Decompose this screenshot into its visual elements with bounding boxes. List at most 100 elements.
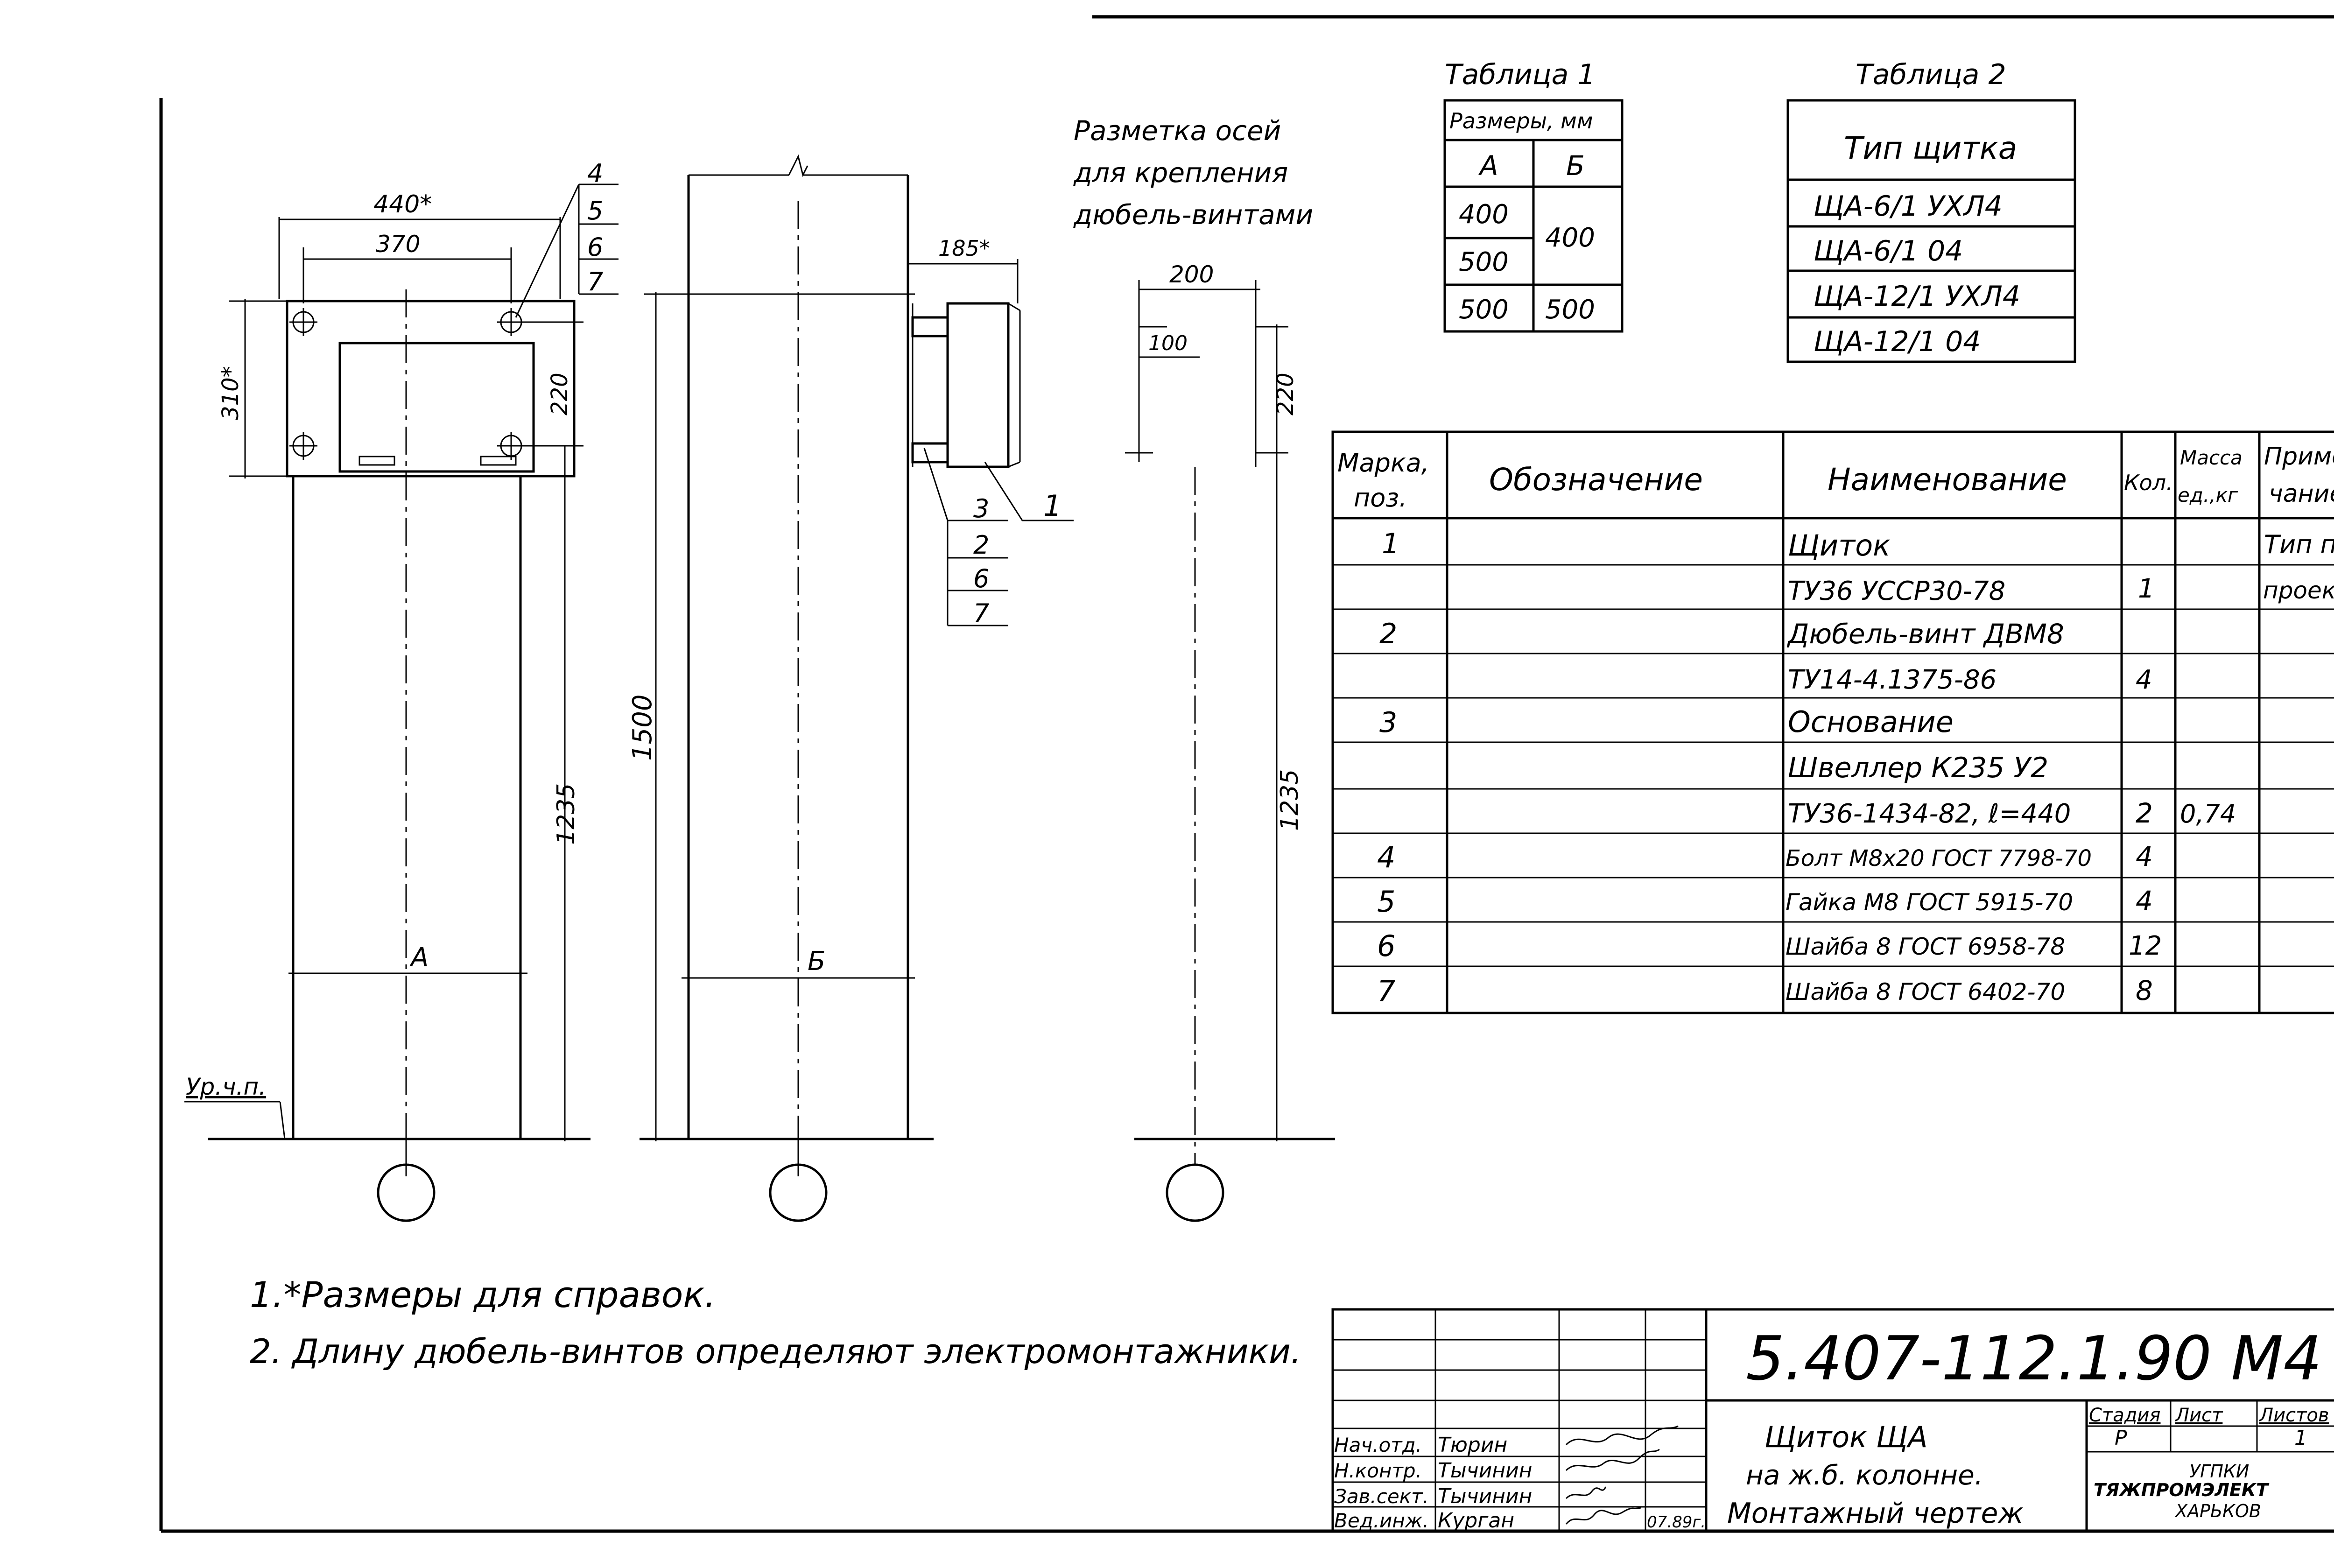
- dim-310: 310*: [218, 366, 244, 420]
- staff-role-3: Зав.сект.: [1334, 1485, 1429, 1508]
- spec-row-1-note: Тип по: [2264, 530, 2334, 559]
- spec-row-9-pos: 5: [1377, 885, 1395, 919]
- side-view: 1500 185* Б 3 2 6 7 1: [627, 154, 1074, 1222]
- spec-row-7-name: ТУ36-1434-82, ℓ=440: [1788, 799, 2071, 829]
- table1-row1-a: 400: [1459, 199, 1509, 230]
- spec-row-10-pos: 6: [1377, 929, 1395, 963]
- table-2: Таблица 2 Тип щитка ЩА-6/1 УХЛ4 ЩА-6/1 0…: [1786, 58, 2076, 363]
- sheets-value: 1: [2294, 1426, 2307, 1450]
- dim-1235-front: 1235: [552, 783, 580, 845]
- spec-table: Марка, поз. Обозначение Наименование Кол…: [1331, 430, 2334, 1014]
- document-code: 5.407-112.1.90 М4: [1746, 1323, 2322, 1394]
- mark-100: 100: [1148, 331, 1188, 355]
- spec-header-name: Наименование: [1828, 462, 2067, 498]
- axes-markup: Разметка осей для крепления дюбель-винта…: [1073, 115, 1335, 1222]
- level-mark: Ур.ч.п.: [186, 1073, 266, 1100]
- callout-6b: 6: [973, 564, 989, 593]
- axis-bubble-1: [377, 1163, 436, 1222]
- staff-role-2: Н.контр.: [1334, 1459, 1422, 1482]
- note-2: 2. Длину дюбель-винтов определяют электр…: [250, 1332, 1301, 1371]
- table1-row2-a: 500: [1459, 247, 1509, 277]
- table2-title: Таблица 2: [1856, 58, 2006, 91]
- spec-header-note-1: Приме-: [2264, 443, 2334, 471]
- table-1: Таблица 1 Размеры, мм А Б 400 400 500 50…: [1443, 58, 1624, 333]
- spec-row-6-name: Швеллер К235 У2: [1788, 752, 2048, 784]
- note-1: 1.*Размеры для справок.: [250, 1274, 716, 1315]
- dim-1500: 1500: [627, 694, 658, 761]
- callout-7: 7: [587, 267, 603, 296]
- dim-370: 370: [376, 231, 420, 258]
- stage-label: Стадия: [2089, 1405, 2160, 1426]
- spec-header-mark-2: поз.: [1354, 483, 1407, 513]
- callout-6: 6: [587, 232, 603, 262]
- sheet-label: Лист: [2174, 1405, 2223, 1426]
- spec-header-note-2: чание: [2269, 480, 2334, 508]
- axes-note-line-2: для крепления: [1073, 157, 1288, 189]
- spec-row-8-qty: 4: [2136, 841, 2153, 872]
- spec-row-8-name: Болт М8х20 ГОСТ 7798-70: [1786, 845, 2092, 872]
- spec-header-mass-2: ед.,кг: [2178, 484, 2238, 506]
- spec-row-5-name: Основание: [1788, 705, 1954, 739]
- spec-header-mass-1: Масса: [2180, 446, 2243, 469]
- table2-header: Тип щитка: [1844, 130, 2017, 166]
- spec-row-2-note: проекту: [2263, 577, 2334, 604]
- callout-7b: 7: [973, 598, 989, 628]
- spec-row-11-name: Шайба 8 ГОСТ 6402-70: [1786, 978, 2065, 1005]
- spec-row-1-name: Щиток: [1788, 528, 1891, 563]
- spec-header-designation: Обозначение: [1489, 462, 1703, 498]
- notes: 1.*Размеры для справок. 2. Длину дюбель-…: [250, 1274, 1301, 1371]
- callout-5: 5: [587, 196, 603, 225]
- axes-note-line-3: дюбель-винтами: [1073, 199, 1313, 231]
- spec-row-2-qty: 1: [2138, 574, 2155, 604]
- date: 07.89г.: [1647, 1513, 1706, 1532]
- staff-name-1: Тюрин: [1438, 1433, 1507, 1457]
- mark-220: 220: [1272, 373, 1299, 415]
- org-line-2: ТЯЖПРОМЭЛЕКТ: [2094, 1480, 2270, 1500]
- title-line-3: Монтажный чертеж: [1727, 1497, 2024, 1530]
- table2-row-4: ЩА-12/1 04: [1814, 325, 1981, 358]
- mark-1235: 1235: [1276, 769, 1304, 831]
- callout-4: 4: [587, 159, 603, 188]
- staff-role-1: Нач.отд.: [1334, 1434, 1422, 1456]
- mark-200: 200: [1169, 261, 1214, 288]
- spec-row-4-qty: 4: [2136, 665, 2152, 695]
- spec-row-3-pos: 2: [1379, 618, 1397, 650]
- table1-row3-a: 500: [1459, 295, 1509, 325]
- axes-note-line-1: Разметка осей: [1074, 115, 1281, 147]
- callout-2: 2: [973, 530, 989, 560]
- dim-185: 185*: [938, 236, 990, 261]
- spec-row-11-pos: 7: [1377, 974, 1395, 1008]
- spec-row-8-pos: 4: [1377, 840, 1395, 874]
- callout-3: 3: [973, 494, 989, 523]
- title-line-2: на ж.б. колонне.: [1746, 1459, 1983, 1491]
- staff-role-4: Вед.инж.: [1334, 1509, 1429, 1532]
- axis-bubble-2: [769, 1163, 828, 1222]
- spec-row-5-pos: 3: [1379, 706, 1397, 739]
- title-line-1: Щиток ЩА: [1765, 1420, 1928, 1454]
- table2-row-1: ЩА-6/1 УХЛ4: [1814, 190, 2003, 223]
- table2-row-3: ЩА-12/1 УХЛ4: [1814, 280, 2020, 313]
- spec-row-7-qty: 2: [2136, 797, 2153, 829]
- spec-row-9-qty: 4: [2136, 885, 2153, 917]
- spec-row-10-name: Шайба 8 ГОСТ 6958-78: [1786, 933, 2065, 960]
- spec-row-10-qty: 12: [2129, 931, 2162, 961]
- spec-row-7-mass: 0,74: [2180, 799, 2236, 829]
- signatures: [1565, 1425, 1679, 1525]
- axis-label-b: Б: [808, 946, 825, 977]
- dim-220-front: 220: [547, 373, 573, 415]
- sheets-label: Листов: [2258, 1405, 2329, 1426]
- dim-440: 440*: [373, 190, 432, 218]
- org-line-3: ХАРЬКОВ: [2174, 1501, 2261, 1521]
- staff-name-2: Тычинин: [1438, 1459, 1532, 1483]
- table1-col-b: Б: [1566, 150, 1585, 182]
- table1-col-a: А: [1478, 150, 1498, 182]
- table1-header: Размеры, мм: [1449, 108, 1593, 134]
- table2-row-2: ЩА-6/1 04: [1814, 235, 1963, 267]
- staff-name-3: Тычинин: [1438, 1484, 1532, 1508]
- spec-row-3-name: Дюбель-винт ДВМ8: [1786, 618, 2064, 650]
- spec-row-4-name: ТУ14-4.1375-86: [1788, 665, 1997, 695]
- stage-value: Р: [2115, 1426, 2127, 1450]
- title-block: 5.407-112.1.90 М4 Щиток ЩА на ж.б. колон…: [1331, 1308, 2334, 1533]
- table1-title: Таблица 1: [1445, 58, 1596, 91]
